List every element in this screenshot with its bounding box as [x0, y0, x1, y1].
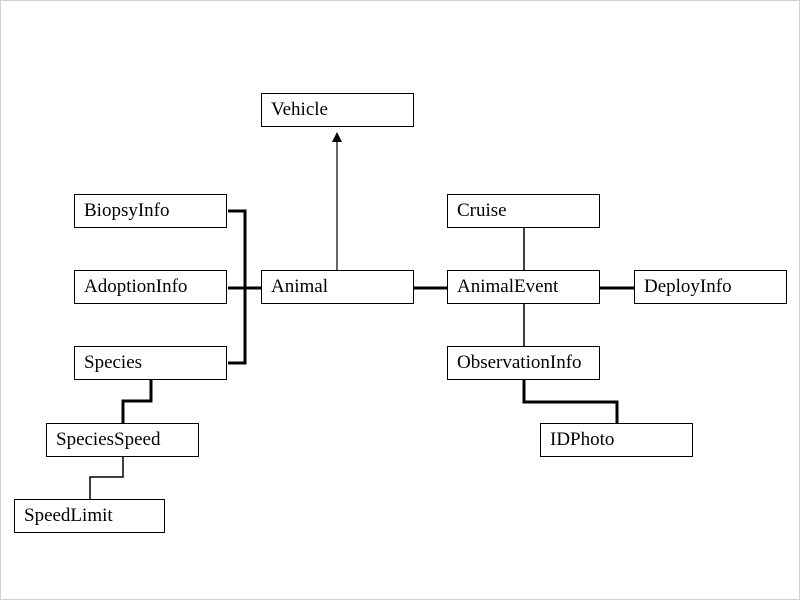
- node-observation-info[interactable]: ObservationInfo: [447, 346, 600, 380]
- node-vehicle[interactable]: Vehicle: [261, 93, 414, 127]
- node-species-speed[interactable]: SpeciesSpeed: [46, 423, 199, 457]
- link-species-speciesspeed: [121, 380, 153, 424]
- node-adoption-info[interactable]: AdoptionInfo: [74, 270, 227, 304]
- node-species[interactable]: Species: [74, 346, 227, 380]
- link-biopsyinfo-animal: [228, 209, 247, 288]
- node-id-photo[interactable]: IDPhoto: [540, 423, 693, 457]
- node-animal-event[interactable]: AnimalEvent: [447, 270, 600, 304]
- node-speed-limit[interactable]: SpeedLimit: [14, 499, 165, 533]
- link-species-animal: [228, 288, 247, 365]
- node-cruise[interactable]: Cruise: [447, 194, 600, 228]
- node-deploy-info[interactable]: DeployInfo: [634, 270, 787, 304]
- link-speciesspeed-speedlimit: [89, 457, 124, 500]
- node-biopsy-info[interactable]: BiopsyInfo: [74, 194, 227, 228]
- link-observationinfo-idphoto: [522, 380, 619, 424]
- node-animal[interactable]: Animal: [261, 270, 414, 304]
